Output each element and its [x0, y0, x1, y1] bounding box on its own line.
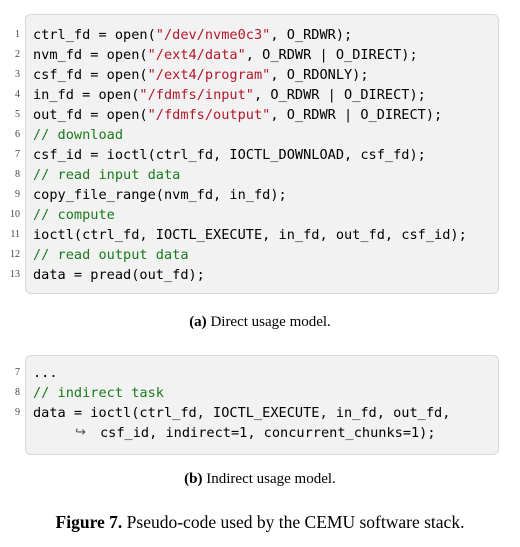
figure-caption-label: Figure 7.: [55, 512, 123, 532]
code-text: in_fd = open("/fdmfs/input", O_RDWR | O_…: [33, 85, 426, 105]
line-number: 3: [15, 69, 20, 80]
code-token: , O_RDWR);: [270, 27, 353, 43]
code-comment: // read output data: [33, 247, 189, 263]
code-line: 11 ioctl(ctrl_fd, IOCTL_EXECUTE, in_fd, o…: [0, 225, 520, 245]
listing-b-caption: (b) Indirect usage model.: [0, 471, 520, 488]
code-line: 10 // compute: [0, 205, 520, 225]
figure-caption: Figure 7. Pseudo-code used by the CEMU s…: [0, 512, 520, 533]
line-number: 2: [15, 49, 20, 60]
code-text: out_fd = open("/fdmfs/output", O_RDWR | …: [33, 105, 442, 125]
line-number: 1: [15, 29, 20, 40]
line-number: 9: [15, 189, 20, 200]
line-number: 9: [15, 407, 20, 418]
listing-a-caption: (a) Direct usage model.: [0, 314, 520, 331]
string-literal: "/fdmfs/input": [139, 87, 254, 103]
code-line: 1 ctrl_fd = open("/dev/nvme0c3", O_RDWR);: [0, 25, 520, 45]
code-text: // indirect task: [33, 383, 164, 403]
code-text: ctrl_fd = open("/dev/nvme0c3", O_RDWR);: [33, 25, 352, 45]
code-text: nvm_fd = open("/ext4/data", O_RDWR | O_D…: [33, 45, 418, 65]
listing-a-caption-text: Direct usage model.: [206, 314, 331, 330]
code-line: 8 // indirect task: [0, 383, 520, 403]
code-text: data = ioctl(ctrl_fd, IOCTL_EXECUTE, in_…: [33, 403, 450, 423]
line-number: 10: [10, 209, 20, 220]
line-number: 11: [10, 229, 20, 240]
code-token: in_fd = open(: [33, 87, 140, 103]
code-line: 5 out_fd = open("/fdmfs/output", O_RDWR |…: [0, 105, 520, 125]
listing-a-box: [25, 14, 499, 294]
code-text: // compute: [33, 205, 115, 225]
line-number: 7: [15, 367, 20, 378]
code-line: 9 data = ioctl(ctrl_fd, IOCTL_EXECUTE, in…: [0, 403, 520, 423]
code-token: ctrl_fd = open(: [33, 27, 156, 43]
code-comment: // indirect task: [33, 385, 164, 401]
code-token: nvm_fd = open(: [33, 47, 148, 63]
code-token: ioctl(ctrl_fd, IOCTL_EXECUTE, in_fd, out…: [33, 227, 467, 243]
code-token: copy_file_range(nvm_fd, in_fd);: [33, 187, 287, 203]
code-token: csf_fd = open(: [33, 67, 148, 83]
code-text: csf_id = ioctl(ctrl_fd, IOCTL_DOWNLOAD, …: [33, 145, 426, 165]
code-token: , O_RDWR | O_DIRECT);: [245, 47, 418, 63]
code-text: ioctl(ctrl_fd, IOCTL_EXECUTE, in_fd, out…: [33, 225, 467, 245]
figure-caption-text: Pseudo-code used by the CEMU software st…: [122, 512, 465, 532]
code-token: out_fd = open(: [33, 107, 148, 123]
code-line: 12 // read output data: [0, 245, 520, 265]
code-token: , O_RDWR | O_DIRECT);: [253, 87, 426, 103]
code-text: copy_file_range(nvm_fd, in_fd);: [33, 185, 287, 205]
string-literal: "/ext4/data": [147, 47, 246, 63]
line-number: 8: [15, 169, 20, 180]
code-token: ...: [33, 365, 58, 381]
code-text: csf_id, indirect=1, concurrent_chunks=1)…: [100, 423, 436, 443]
listing-b-caption-label: (b): [184, 471, 203, 487]
code-line: 7...: [0, 363, 520, 383]
string-literal: "/ext4/program": [147, 67, 271, 83]
listing-a-caption-label: (a): [189, 314, 207, 330]
code-comment: // download: [33, 127, 124, 143]
code-line: 8 // read input data: [0, 165, 520, 185]
code-token: csf_id = ioctl(ctrl_fd, IOCTL_DOWNLOAD, …: [33, 147, 426, 163]
listing-b-caption-text: Indirect usage model.: [202, 471, 336, 487]
continuation-arrow-icon: ↪: [75, 425, 86, 440]
code-text: // read output data: [33, 245, 189, 265]
code-token: csf_id, indirect=1, concurrent_chunks=1)…: [100, 425, 436, 441]
line-number: 8: [15, 387, 20, 398]
code-token: data = pread(out_fd);: [33, 267, 205, 283]
code-text: // read input data: [33, 165, 180, 185]
line-number: 7: [15, 149, 20, 160]
line-number: 12: [10, 249, 20, 260]
code-token: , O_RDWR | O_DIRECT);: [270, 107, 443, 123]
code-line: 6 // download: [0, 125, 520, 145]
code-line: 4 in_fd = open("/fdmfs/input", O_RDWR | O…: [0, 85, 520, 105]
code-line: 13 data = pread(out_fd);: [0, 265, 520, 285]
code-text: data = pread(out_fd);: [33, 265, 205, 285]
line-number: 4: [15, 89, 20, 100]
code-token: data = ioctl(ctrl_fd, IOCTL_EXECUTE, in_…: [33, 405, 451, 421]
code-line: 7 csf_id = ioctl(ctrl_fd, IOCTL_DOWNLOAD,…: [0, 145, 520, 165]
code-text: csf_fd = open("/ext4/program", O_RDONLY)…: [33, 65, 369, 85]
code-text: // download: [33, 125, 123, 145]
code-text: ...: [33, 363, 58, 383]
code-line: 9 copy_file_range(nvm_fd, in_fd);: [0, 185, 520, 205]
line-number: 6: [15, 129, 20, 140]
code-line: ↪ csf_id, indirect=1, concurrent_chunks=1…: [0, 423, 520, 443]
line-number: 5: [15, 109, 20, 120]
code-token: , O_RDONLY);: [270, 67, 369, 83]
string-literal: "/dev/nvme0c3": [155, 27, 271, 43]
code-line: 2 nvm_fd = open("/ext4/data", O_RDWR | O_…: [0, 45, 520, 65]
line-number: 13: [10, 269, 20, 280]
code-comment: // read input data: [33, 167, 181, 183]
code-comment: // compute: [33, 207, 115, 223]
code-line: 3 csf_fd = open("/ext4/program", O_RDONLY…: [0, 65, 520, 85]
string-literal: "/fdmfs/output": [147, 107, 271, 123]
listing-b-box: [25, 355, 499, 455]
